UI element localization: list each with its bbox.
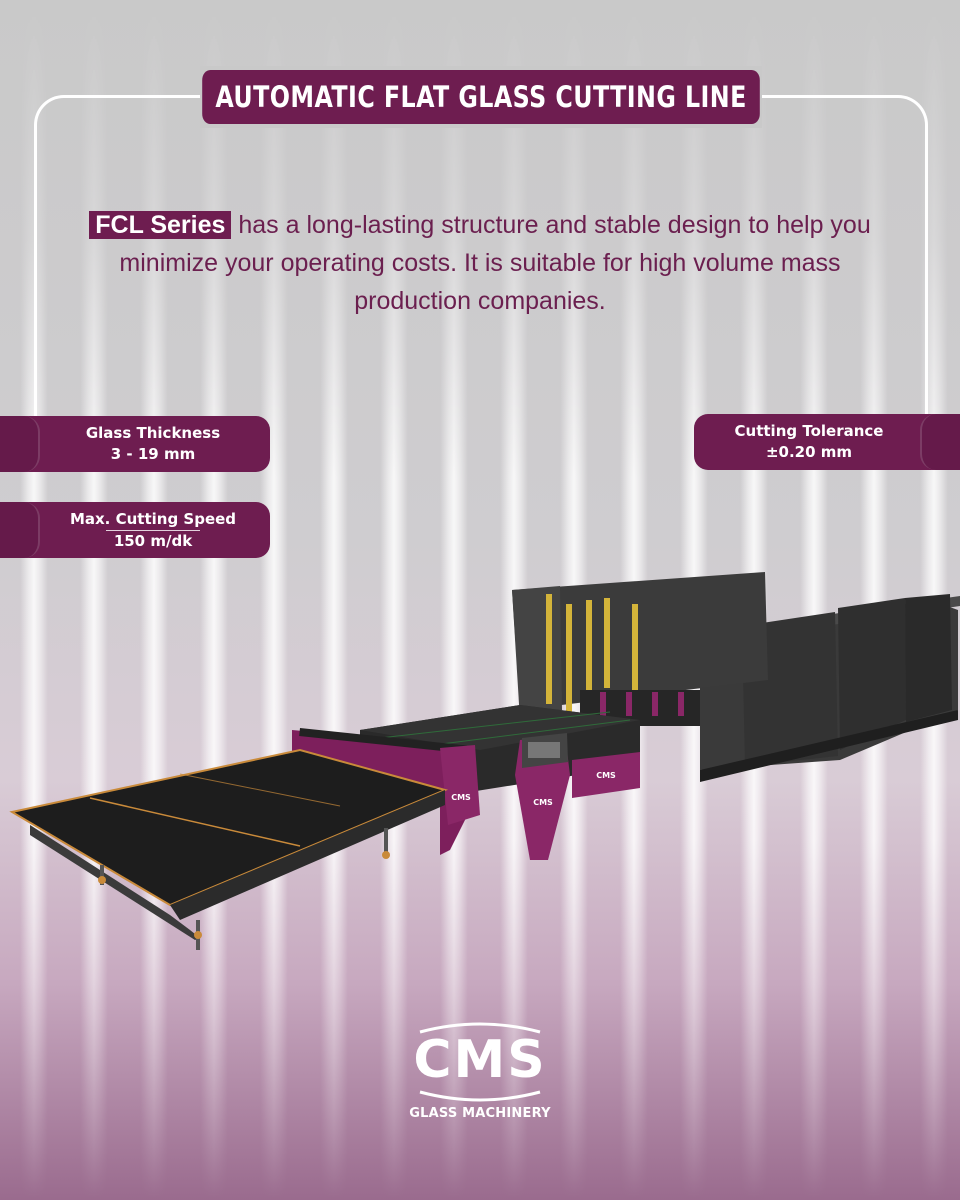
brand-name: CMS [413, 1030, 547, 1090]
spec-cutting-speed: Max. Cutting Speed 150 m/dk [0, 502, 270, 558]
glass-cutting-line-illustration: CMS CMS CMS [9, 572, 960, 950]
spec-label: Cutting Tolerance [734, 422, 884, 440]
break-table [9, 748, 449, 950]
control-panel: CMS [515, 733, 570, 860]
brand-plate: CMS [451, 793, 471, 802]
title-wrap: AUTOMATIC FLAT GLASS CUTTING LINE [200, 66, 762, 128]
spec-tab [0, 502, 40, 558]
brand-plate: CMS [596, 771, 616, 780]
spec-value: 150 m/dk [113, 531, 193, 550]
spec-label: Max. Cutting Speed [69, 509, 237, 528]
spec-tab [920, 414, 960, 470]
logo-swoosh-icon [419, 1022, 541, 1102]
spec-value: 3 - 19 mm [110, 445, 196, 463]
spec-divider [106, 529, 200, 531]
page-title: AUTOMATIC FLAT GLASS CUTTING LINE [202, 70, 760, 124]
spec-glass-thickness: Glass Thickness 3 - 19 mm [0, 416, 270, 472]
intro-paragraph: FCL Series has a long-lasting structure … [80, 206, 880, 320]
spec-tab [0, 416, 40, 472]
series-highlight: FCL Series [89, 211, 232, 239]
loading-rack [512, 572, 768, 726]
spec-label: Glass Thickness [85, 424, 221, 442]
spec-value: ±0.20 mm [765, 443, 853, 461]
brand-plate: CMS [533, 798, 553, 807]
glass-storage-racks [700, 594, 960, 782]
spec-cutting-tolerance: Cutting Tolerance ±0.20 mm [694, 414, 960, 470]
intro-text: has a long-lasting structure and stable … [119, 211, 871, 315]
brand-tagline: GLASS MACHINERY [409, 1106, 551, 1121]
brand-logo: CMS GLASS MACHINERY [400, 1018, 560, 1128]
